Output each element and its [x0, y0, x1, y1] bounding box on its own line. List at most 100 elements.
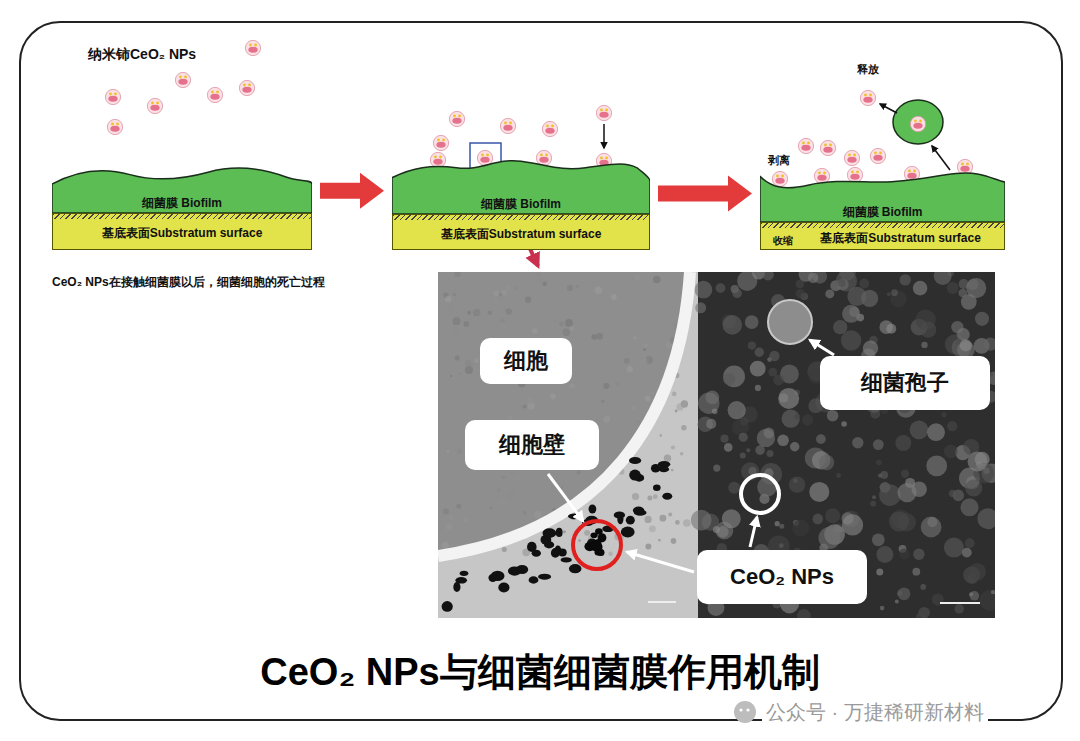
ceo2-particle — [536, 150, 551, 165]
callout-box: 细胞壁 — [465, 420, 599, 470]
texture-grain — [633, 336, 637, 340]
texture-grain — [577, 470, 581, 474]
biofilm-band: 细菌膜 Biofilm — [52, 165, 312, 213]
texture-grain — [559, 322, 564, 327]
texture-grain — [675, 410, 678, 413]
texture-grain — [872, 495, 876, 499]
texture-grain — [594, 314, 599, 319]
texture-grain — [675, 520, 680, 525]
texture-grain — [827, 410, 839, 422]
texture-grain — [757, 429, 775, 447]
substratum-band: 基底表面Substratum surface — [52, 213, 312, 250]
texture-grain — [920, 322, 936, 338]
texture-grain — [453, 317, 461, 325]
texture-grain — [755, 348, 764, 357]
texture-grain — [813, 514, 824, 525]
texture-grain — [723, 366, 745, 388]
band-label: 基底表面Substratum surface — [441, 227, 602, 241]
texture-grain — [450, 375, 452, 377]
particle-label: 纳米铈CeO₂ NPs — [88, 46, 196, 63]
biofilm-outline — [392, 161, 650, 214]
texture-grain — [898, 587, 911, 600]
texture-grain — [565, 319, 573, 327]
texture-grain — [658, 539, 661, 542]
texture-grain — [960, 339, 972, 351]
texture-grain — [962, 548, 972, 558]
texture-grain — [819, 455, 834, 470]
ceo2-particle — [147, 98, 162, 113]
texture-grain — [889, 511, 909, 531]
nanoparticle-dot — [589, 504, 597, 513]
callout-text: CeO₂ NPs — [730, 564, 834, 590]
texture-grain — [713, 526, 720, 533]
texture-grain — [691, 510, 712, 531]
texture-grain — [797, 609, 811, 618]
texture-grain — [762, 272, 774, 281]
biofilm-band: 细菌膜 Biofilm — [392, 148, 650, 214]
texture-grain — [569, 326, 574, 331]
texture-grain — [841, 330, 861, 350]
texture-grain — [676, 403, 683, 410]
texture-grain — [782, 410, 800, 428]
texture-grain — [506, 308, 512, 314]
texture-grain — [842, 514, 863, 535]
outer-frame — [20, 22, 1062, 720]
ceo2-particle — [500, 118, 515, 133]
micrograph-ground — [438, 272, 995, 618]
leader-arrow — [627, 552, 694, 572]
scale-bar — [648, 601, 676, 603]
texture-grain — [934, 272, 952, 285]
ceo2-particle — [772, 171, 787, 186]
texture-grain — [645, 544, 651, 550]
ceo2-particle — [596, 105, 611, 120]
step-label: 收缩 — [773, 235, 793, 247]
watermark: 公众号 · 万捷稀研新材料 — [762, 700, 988, 724]
texture-grain — [525, 297, 531, 303]
texture-grain — [514, 287, 518, 291]
spore — [768, 300, 812, 344]
texture-grain — [913, 549, 924, 560]
texture-grain — [624, 358, 630, 364]
texture-grain — [631, 405, 636, 410]
nanoparticle-dots — [442, 457, 673, 612]
texture-grain — [573, 385, 577, 389]
texture-grain — [836, 473, 841, 478]
texture-grain — [958, 289, 967, 298]
texture-grain — [642, 385, 645, 388]
texture-grain — [879, 484, 901, 506]
texture-grain — [523, 405, 527, 409]
texture-grain — [507, 492, 515, 500]
texture-grain — [497, 488, 501, 492]
nanoparticle-dot — [544, 541, 554, 548]
texture-grain — [947, 421, 957, 431]
nanoparticle-dot — [595, 528, 603, 534]
step-label: 释放 — [857, 63, 879, 76]
ceo2-particle — [798, 138, 813, 153]
ceo2-particle — [430, 152, 445, 167]
texture-grain — [695, 281, 713, 299]
nanoparticle-dot — [538, 574, 551, 580]
texture-grain — [767, 450, 774, 457]
texture-grain — [671, 445, 675, 449]
texture-grain — [755, 385, 761, 391]
nanoparticle-dot — [532, 550, 541, 557]
nanoparticle-dot — [617, 514, 623, 525]
fall-arrow — [603, 124, 605, 148]
texture-grain — [681, 425, 686, 430]
texture-grain — [550, 394, 556, 400]
texture-grain — [796, 289, 805, 298]
ceo2-particle — [814, 168, 829, 183]
process-arrow — [658, 175, 752, 211]
texture-grain — [494, 300, 498, 304]
texture-grain — [445, 523, 452, 530]
nanoparticle-dot — [508, 567, 521, 576]
texture-grain — [672, 392, 677, 397]
ceo2-particle — [910, 116, 925, 131]
texture-grain — [660, 434, 662, 436]
process-arrow — [320, 173, 384, 209]
leader-arrow — [810, 340, 834, 355]
texture-grain — [698, 393, 719, 414]
texture-grain — [876, 460, 882, 466]
texture-grain — [900, 274, 911, 285]
nanoparticle-dot — [491, 571, 505, 581]
